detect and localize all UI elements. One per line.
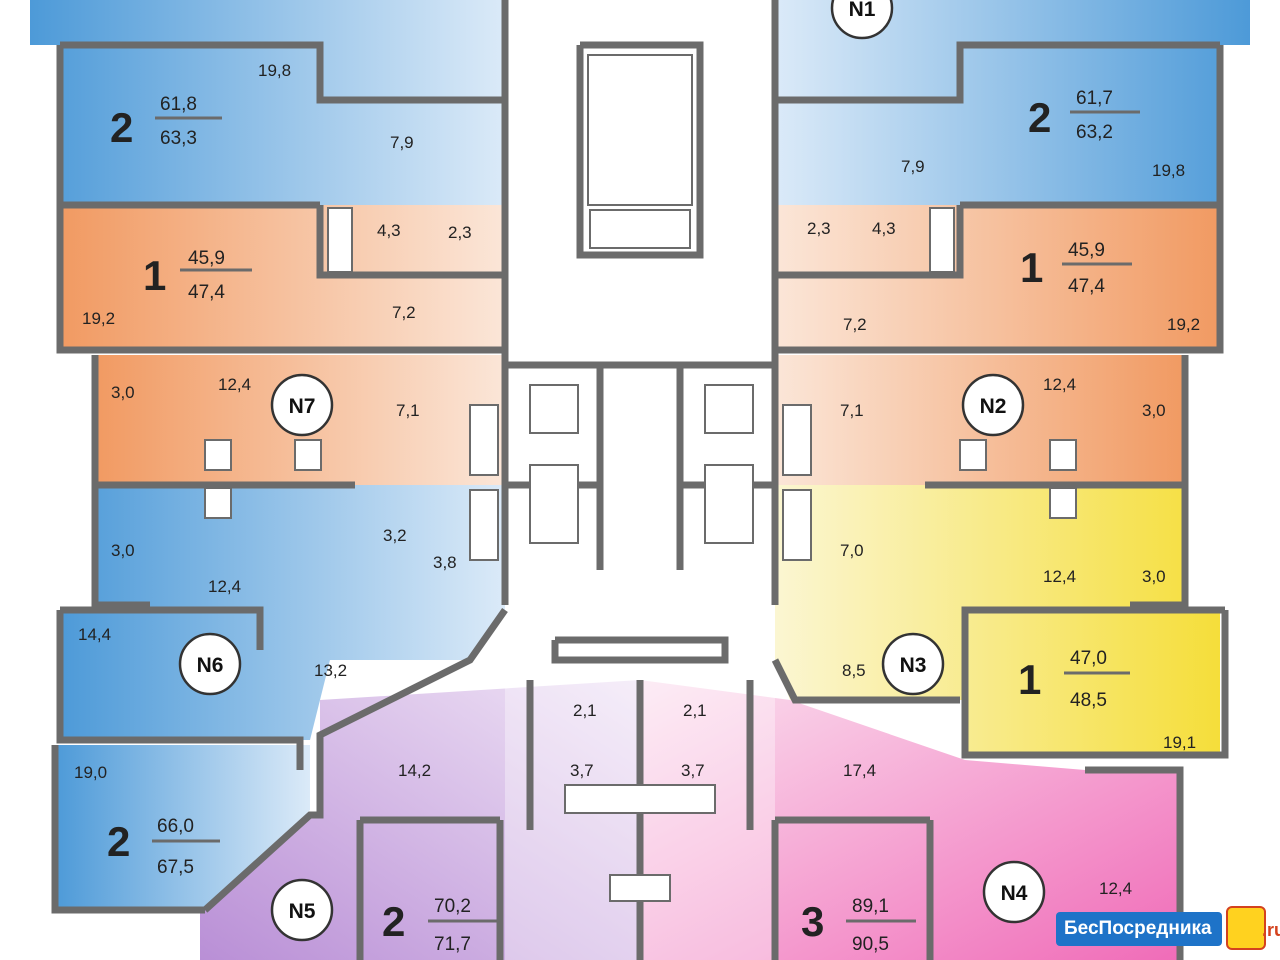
area-label: 12,4 bbox=[1099, 879, 1132, 898]
area-label: 19,2 bbox=[82, 309, 115, 328]
living-area: 66,0 bbox=[157, 816, 194, 837]
apt-n1b-fill bbox=[775, 205, 1220, 350]
area-label: 3,8 bbox=[433, 553, 457, 572]
area-label: 3,0 bbox=[1142, 401, 1166, 420]
living-area: 45,9 bbox=[1068, 240, 1105, 261]
area-label: 19,1 bbox=[1163, 733, 1196, 752]
area-label: 12,4 bbox=[218, 375, 251, 394]
area-label: 4,3 bbox=[872, 219, 896, 238]
area-label: 14,4 bbox=[78, 625, 111, 644]
area-labels: 19,8 7,9 4,3 2,3 19,2 7,2 3,0 12,4 7,1 3… bbox=[74, 61, 1200, 898]
area-label: 19,8 bbox=[1152, 161, 1185, 180]
rooms-count: 2 bbox=[382, 898, 405, 945]
area-label: 4,3 bbox=[377, 221, 401, 240]
area-label: 3,0 bbox=[111, 541, 135, 560]
area-label: 12,4 bbox=[1043, 567, 1076, 586]
total-area: 47,4 bbox=[188, 282, 225, 303]
room-fills bbox=[30, 0, 1250, 960]
area-label: 7,0 bbox=[840, 541, 864, 560]
area-label: 2,3 bbox=[807, 219, 831, 238]
watermark-logo: БесПосредника .ru bbox=[1056, 906, 1280, 952]
apt-n6-fill bbox=[60, 485, 505, 740]
area-label: 3,7 bbox=[570, 761, 594, 780]
area-label: 7,2 bbox=[392, 303, 416, 322]
rooms-count: 1 bbox=[1018, 656, 1041, 703]
badge-n7: N7 bbox=[270, 373, 334, 437]
svg-text:N6: N6 bbox=[197, 654, 224, 677]
area-label: 7,1 bbox=[840, 401, 864, 420]
svg-text:N5: N5 bbox=[289, 900, 316, 923]
total-area: 48,5 bbox=[1070, 690, 1107, 711]
area-label: 7,2 bbox=[843, 315, 867, 334]
svg-text:N2: N2 bbox=[980, 395, 1007, 418]
badge-n1: N1 bbox=[830, 0, 894, 40]
rooms-count: 2 bbox=[1028, 94, 1051, 141]
total-area: 71,7 bbox=[434, 934, 471, 955]
area-label: 17,4 bbox=[843, 761, 876, 780]
living-area: 61,8 bbox=[160, 94, 197, 115]
rooms-count: 1 bbox=[143, 252, 166, 299]
badge-n5: N5 bbox=[270, 878, 334, 942]
area-label: 7,9 bbox=[901, 157, 925, 176]
apt-n1-fill bbox=[775, 0, 1250, 205]
area-label: 12,4 bbox=[1043, 375, 1076, 394]
watermark-suffix: .ru bbox=[1262, 920, 1280, 940]
living-area: 70,2 bbox=[434, 896, 471, 917]
total-area: 67,5 bbox=[157, 857, 194, 878]
area-label: 7,9 bbox=[390, 133, 414, 152]
total-area: 63,3 bbox=[160, 128, 197, 149]
area-label: 19,0 bbox=[74, 763, 107, 782]
svg-text:N7: N7 bbox=[289, 395, 316, 418]
area-label: 2,1 bbox=[573, 701, 597, 720]
walls bbox=[51, 0, 1229, 960]
apt-n3-fill bbox=[775, 485, 1220, 755]
area-label: 14,2 bbox=[398, 761, 431, 780]
area-label: 2,1 bbox=[683, 701, 707, 720]
badge-n3: N3 bbox=[881, 632, 945, 696]
rooms-count: 2 bbox=[107, 818, 130, 865]
svg-text:N1: N1 bbox=[849, 0, 876, 21]
area-label: 3,0 bbox=[111, 383, 135, 402]
smiley-icon bbox=[1226, 906, 1266, 950]
apt-n8b-fill bbox=[60, 205, 505, 350]
area-label: 2,3 bbox=[448, 223, 472, 242]
area-label: 3,2 bbox=[383, 526, 407, 545]
living-area: 89,1 bbox=[852, 896, 889, 917]
area-label: 12,4 bbox=[208, 577, 241, 596]
area-label: 3,0 bbox=[1142, 567, 1166, 586]
area-label: 19,8 bbox=[258, 61, 291, 80]
area-label: 7,1 bbox=[396, 401, 420, 420]
area-label: 19,2 bbox=[1167, 315, 1200, 334]
total-area: 90,5 bbox=[852, 934, 889, 955]
svg-text:N4: N4 bbox=[1001, 882, 1028, 905]
area-label: 8,5 bbox=[842, 661, 866, 680]
badge-n6: N6 bbox=[178, 632, 242, 696]
area-label: 3,7 bbox=[681, 761, 705, 780]
living-area: 61,7 bbox=[1076, 88, 1113, 109]
total-area: 63,2 bbox=[1076, 122, 1113, 143]
badge-n4: N4 bbox=[982, 860, 1046, 924]
rooms-count: 1 bbox=[1020, 244, 1043, 291]
rooms-count: 2 bbox=[110, 104, 133, 151]
apartment-badges: N1 N7 N2 N6 N3 N5 N4 bbox=[178, 0, 1046, 942]
watermark-text: БесПосредника bbox=[1056, 912, 1222, 946]
area-label: 13,2 bbox=[314, 661, 347, 680]
apt-n8-fill bbox=[30, 0, 505, 205]
fixtures bbox=[204, 54, 1077, 902]
svg-text:N3: N3 bbox=[900, 654, 927, 677]
living-area: 47,0 bbox=[1070, 648, 1107, 669]
rooms-count: 3 bbox=[801, 898, 824, 945]
living-area: 45,9 bbox=[188, 248, 225, 269]
badge-n2: N2 bbox=[961, 373, 1025, 437]
apartment-headlines: 2 61,8 63,3 2 61,7 63,2 1 45,9 47,4 1 45… bbox=[107, 88, 1140, 955]
total-area: 47,4 bbox=[1068, 276, 1105, 297]
